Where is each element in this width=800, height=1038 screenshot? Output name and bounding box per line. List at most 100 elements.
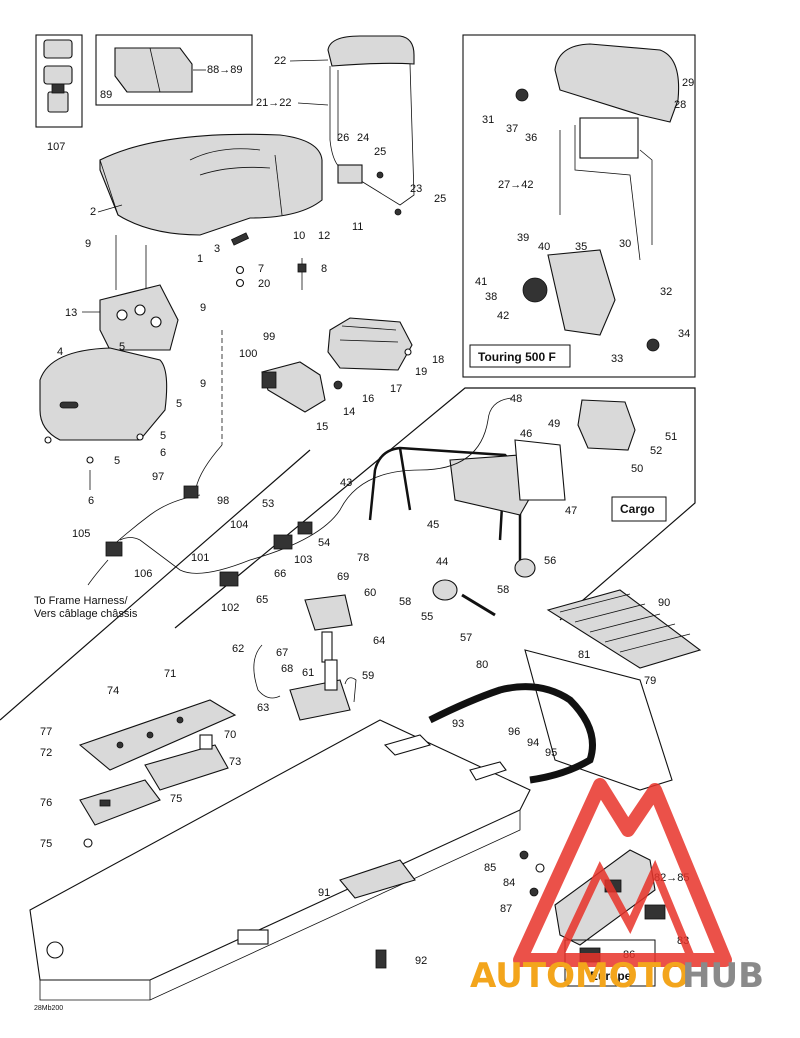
callout-96: 96 xyxy=(508,726,520,738)
callout-92: 92 xyxy=(415,955,427,967)
callout-2: 2 xyxy=(90,206,96,218)
image-code: 28Mb200 xyxy=(34,1005,63,1012)
cargo-rack-43 xyxy=(368,439,566,560)
callout-102: 102 xyxy=(221,602,239,614)
callout-51: 51 xyxy=(665,431,677,443)
plate-76 xyxy=(79,779,161,826)
callout-104: 104 xyxy=(230,519,248,531)
seat-2 xyxy=(99,133,323,236)
callout-28: 28 xyxy=(674,99,686,111)
plate-73 xyxy=(144,744,229,791)
callout-5d: 5 xyxy=(114,455,120,467)
callout-57: 57 xyxy=(460,632,472,644)
callout-5c: 5 xyxy=(160,430,166,442)
callout-68: 68 xyxy=(281,663,293,675)
callout-33: 33 xyxy=(611,353,623,365)
callout-58b: 58 xyxy=(497,584,509,596)
callout-78: 78 xyxy=(357,552,369,564)
callout-10: 10 xyxy=(293,230,305,242)
callout-85: 85 xyxy=(484,862,496,874)
mount-bracket-60 xyxy=(304,594,353,663)
mudflap-79 xyxy=(524,649,673,791)
callout-58a: 58 xyxy=(399,596,411,608)
callout-94: 94 xyxy=(527,737,539,749)
tail-4 xyxy=(39,347,168,441)
callout-87: 87 xyxy=(500,903,512,915)
callout-65: 65 xyxy=(256,594,268,606)
callout-35: 35 xyxy=(575,241,587,253)
callout-3: 3 xyxy=(214,243,220,255)
callout-72: 72 xyxy=(40,747,52,759)
plate-72 xyxy=(78,699,237,771)
callout-105: 105 xyxy=(72,528,90,540)
callout-76: 76 xyxy=(40,797,52,809)
callout-9c: 9 xyxy=(200,378,206,390)
callout-84: 84 xyxy=(503,877,515,889)
callout-42: 42 xyxy=(497,310,509,322)
bracket-13 xyxy=(99,284,179,351)
callout-93: 93 xyxy=(452,718,464,730)
callout-55: 55 xyxy=(421,611,433,623)
callout-22: 22 xyxy=(274,55,286,67)
callout-88-89: 88→89 xyxy=(207,64,242,76)
callout-101: 101 xyxy=(191,552,209,564)
callout-50: 50 xyxy=(631,463,643,475)
callout-91: 91 xyxy=(318,887,330,899)
callout-39: 39 xyxy=(517,232,529,244)
callout-1: 1 xyxy=(197,253,203,265)
callout-30: 30 xyxy=(619,238,631,250)
touring-label: Touring 500 F xyxy=(478,350,556,364)
callout-20: 20 xyxy=(258,278,270,290)
callout-47: 47 xyxy=(565,505,577,517)
callout-107: 107 xyxy=(47,141,65,153)
flap-90 xyxy=(546,589,702,669)
callout-25b: 25 xyxy=(434,193,446,205)
callout-80: 80 xyxy=(476,659,488,671)
callout-15: 15 xyxy=(316,421,328,433)
automotohub-logo xyxy=(513,778,732,967)
callout-77: 77 xyxy=(40,726,52,738)
callout-45: 45 xyxy=(427,519,439,531)
callout-53: 53 xyxy=(262,498,274,510)
callout-98: 98 xyxy=(217,495,229,507)
callout-14: 14 xyxy=(343,406,355,418)
callout-18: 18 xyxy=(432,354,444,366)
callout-23: 23 xyxy=(410,183,422,195)
callout-36: 36 xyxy=(525,132,537,144)
europe-label: Europe xyxy=(590,969,632,983)
callout-11: 11 xyxy=(352,221,363,233)
callout-54: 54 xyxy=(318,537,330,549)
callout-89: 89 xyxy=(100,89,112,101)
callout-16: 16 xyxy=(362,393,374,405)
taillight-bracket-15 xyxy=(261,361,326,413)
watermark-text-hub: HUB xyxy=(682,956,764,996)
part-3 xyxy=(230,232,250,246)
callout-40: 40 xyxy=(538,241,550,253)
callout-52: 52 xyxy=(650,445,662,457)
tunnel-91 xyxy=(29,719,531,1001)
callout-62: 62 xyxy=(232,643,244,655)
callout-99: 99 xyxy=(263,331,275,343)
callout-27-42: 27→42 xyxy=(498,179,533,191)
callout-5a: 5 xyxy=(119,341,125,353)
callout-75a: 75 xyxy=(170,793,182,805)
callout-6a: 6 xyxy=(160,447,166,459)
mount-bracket-59 xyxy=(289,659,357,721)
callout-25a: 25 xyxy=(374,146,386,158)
callout-106: 106 xyxy=(134,568,152,580)
callout-90: 90 xyxy=(658,597,670,609)
taillight-17 xyxy=(327,317,413,371)
callout-67: 67 xyxy=(276,647,288,659)
callout-95: 95 xyxy=(545,747,557,759)
callout-56: 56 xyxy=(544,555,556,567)
touring-box xyxy=(462,34,696,378)
callout-44: 44 xyxy=(436,556,448,568)
callout-66: 66 xyxy=(274,568,286,580)
callout-6b: 6 xyxy=(88,495,94,507)
callout-74: 74 xyxy=(107,685,119,697)
harness-note-line2: Vers câblage châssis xyxy=(34,608,138,620)
callout-60: 60 xyxy=(364,587,376,599)
callout-29: 29 xyxy=(682,77,694,89)
grab-handle-93 xyxy=(428,683,596,784)
